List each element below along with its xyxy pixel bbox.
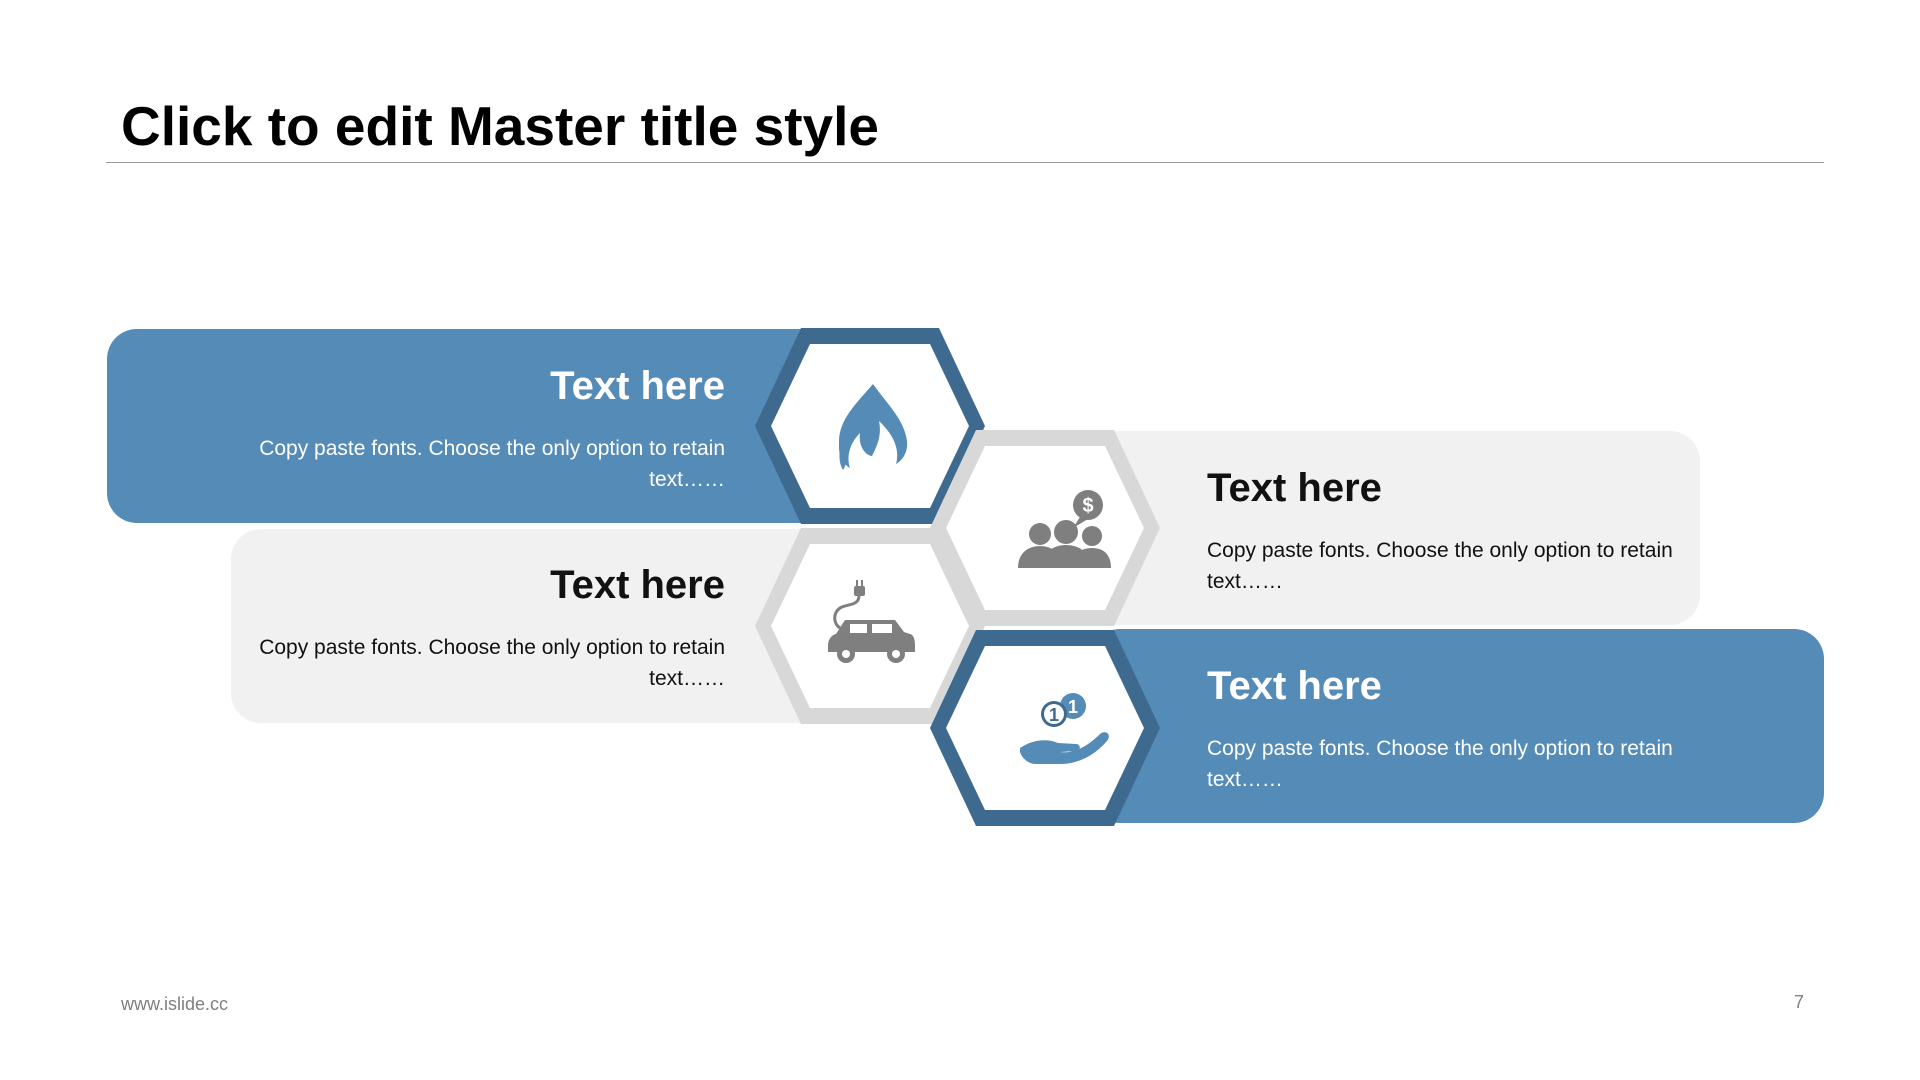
item-4-body[interactable]: Copy paste fonts. Choose the only option… (1207, 737, 1673, 791)
electric-car-icon (828, 580, 915, 663)
banner-item-4 (1090, 629, 1824, 823)
title-divider (106, 162, 1824, 163)
text-block-item-1: Text here Copy paste fonts. Choose the o… (205, 361, 725, 495)
page-number: 7 (1794, 992, 1805, 1012)
item-2-body[interactable]: Copy paste fonts. Choose the only option… (1207, 539, 1673, 593)
footer-url[interactable]: www.islide.cc (121, 994, 229, 1014)
svg-text:1: 1 (1049, 705, 1059, 725)
text-block-item-3: Text here Copy paste fonts. Choose the o… (205, 560, 725, 694)
item-3-heading[interactable]: Text here (550, 563, 725, 607)
slide-title[interactable]: Click to edit Master title style (121, 95, 879, 157)
item-2-heading[interactable]: Text here (1207, 466, 1382, 510)
banner-item-1 (107, 329, 837, 523)
item-4-heading[interactable]: Text here (1207, 664, 1382, 708)
item-1-body[interactable]: Copy paste fonts. Choose the only option… (259, 437, 725, 491)
item-3-body[interactable]: Copy paste fonts. Choose the only option… (259, 636, 725, 690)
text-block-item-4: Text here Copy paste fonts. Choose the o… (1207, 661, 1727, 795)
svg-text:1: 1 (1068, 697, 1078, 717)
text-block-item-2: Text here Copy paste fonts. Choose the o… (1207, 463, 1727, 597)
banner-item-3 (231, 529, 841, 723)
item-1-heading[interactable]: Text here (550, 364, 725, 408)
banner-item-2 (1090, 431, 1700, 625)
flame-icon (838, 384, 908, 470)
